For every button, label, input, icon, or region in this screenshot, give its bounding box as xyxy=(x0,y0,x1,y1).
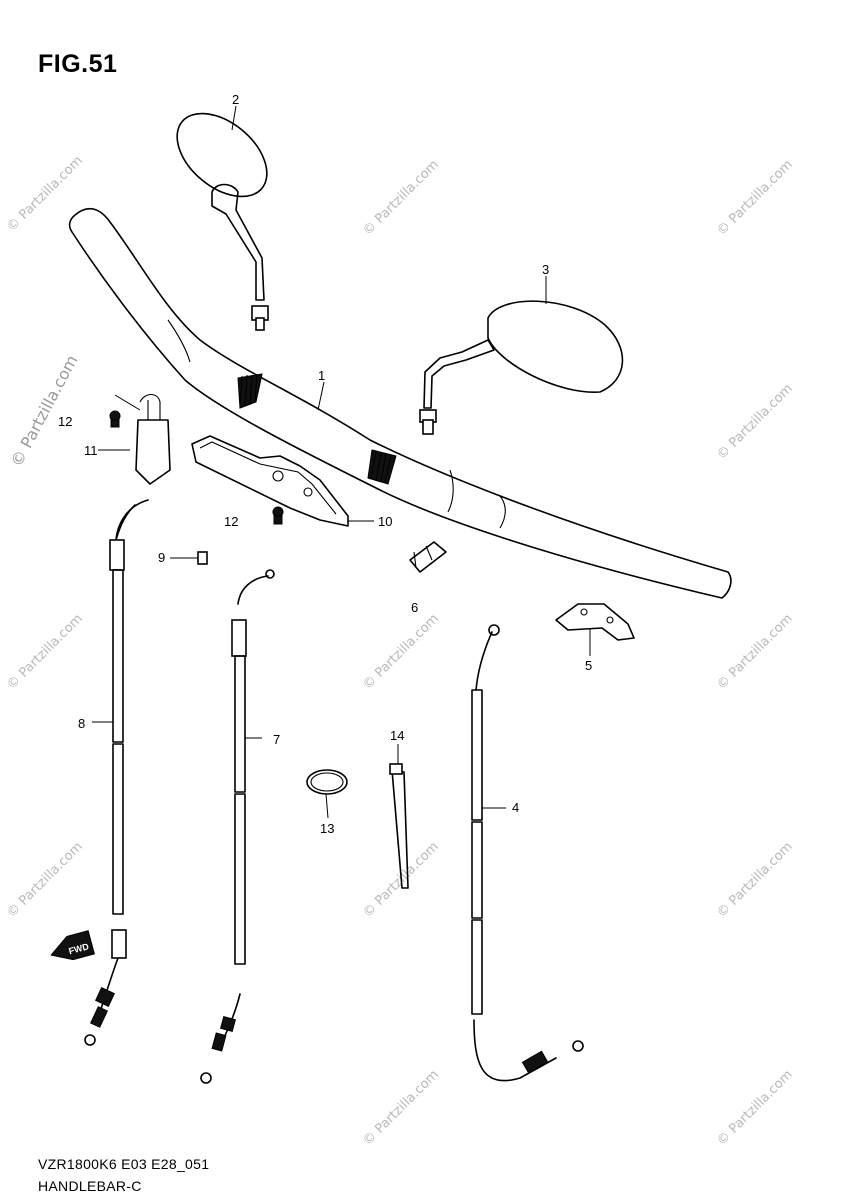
watermark-text: © Partzilla.com xyxy=(360,157,442,239)
callout-9: 9 xyxy=(158,550,165,565)
callout-10: 10 xyxy=(378,514,392,529)
callout-13: 13 xyxy=(320,821,334,836)
bracket-part-5 xyxy=(555,603,635,656)
leader-line xyxy=(231,105,237,131)
watermark-text: © Partzilla.com xyxy=(714,381,796,463)
mirror-stem xyxy=(211,183,265,301)
handlebar-part-1 xyxy=(68,207,732,599)
callout-4: 4 xyxy=(512,800,519,815)
knurled-grip-band-left xyxy=(237,373,263,409)
clutch-cable-part-4 xyxy=(471,624,584,1082)
callout-1: 1 xyxy=(318,368,325,383)
mirror-stem xyxy=(423,339,495,409)
watermark-text: © Partzilla.com xyxy=(360,1067,442,1149)
handlebar-tube xyxy=(68,207,732,599)
watermark-text: © Partzilla.com xyxy=(360,611,442,693)
callout-14: 14 xyxy=(390,728,404,743)
cover-part-10 xyxy=(191,435,349,527)
mirror-left-part-2 xyxy=(176,112,269,331)
watermark-text: © Partzilla.com xyxy=(7,352,82,470)
mirror-nut xyxy=(422,419,434,435)
mirror-head xyxy=(176,112,268,198)
mirror-head xyxy=(487,300,624,393)
leader-line xyxy=(114,394,141,411)
watermark-text: © Partzilla.com xyxy=(714,1067,796,1149)
cable-holder-part-11 xyxy=(114,393,171,485)
callout-leaders xyxy=(98,105,547,819)
leader-line xyxy=(317,381,325,411)
holder-hook xyxy=(139,393,161,420)
callout-2: 2 xyxy=(232,92,239,107)
leader-line xyxy=(325,793,329,819)
callout-11: 11 xyxy=(84,443,98,458)
tie-strap-part-14 xyxy=(389,744,409,889)
callout-3: 3 xyxy=(542,262,549,277)
watermark-text: © Partzilla.com xyxy=(4,611,86,693)
watermark-text: © Partzilla.com xyxy=(4,153,86,235)
watermark-text: © Partzilla.com xyxy=(4,839,86,921)
throttle-cable-part-7 xyxy=(200,569,275,1084)
bolt-part-9 xyxy=(170,551,208,565)
watermark-text: © Partzilla.com xyxy=(714,839,796,921)
callout-5: 5 xyxy=(585,658,592,673)
watermark-text: © Partzilla.com xyxy=(714,611,796,693)
throttle-cable-part-8 xyxy=(84,499,149,1046)
callout-12-lower: 12 xyxy=(224,514,238,529)
clamp-part-6 xyxy=(409,541,447,573)
o-ring-part-13 xyxy=(306,769,348,795)
model-code: VZR1800K6 E03 E28_051 xyxy=(38,1156,210,1172)
handlebar-bend-line xyxy=(447,469,454,513)
knurled-grip-band-right xyxy=(367,449,397,485)
callout-12-upper: 12 xyxy=(58,414,72,429)
callout-8: 8 xyxy=(78,716,85,731)
callout-6: 6 xyxy=(411,600,418,615)
handlebar-bend-line xyxy=(167,319,191,363)
screw-part-12-upper xyxy=(109,410,121,428)
section-name: HANDLEBAR-C xyxy=(38,1178,142,1194)
mirror-right-part-3 xyxy=(419,300,624,435)
fwd-direction-arrow: FWD xyxy=(50,930,95,961)
screw-part-12-lower xyxy=(272,506,284,525)
callout-7: 7 xyxy=(273,732,280,747)
mirror-nut xyxy=(255,317,265,331)
callout-labels: 1 2 3 4 5 6 7 8 9 10 11 12 12 13 14 xyxy=(58,92,592,836)
watermark-text: © Partzilla.com xyxy=(714,157,796,239)
handlebar-bend-line xyxy=(499,495,506,529)
cover-outline xyxy=(191,435,349,527)
figure-title: FIG.51 xyxy=(38,50,118,78)
holder-plate xyxy=(135,419,171,485)
